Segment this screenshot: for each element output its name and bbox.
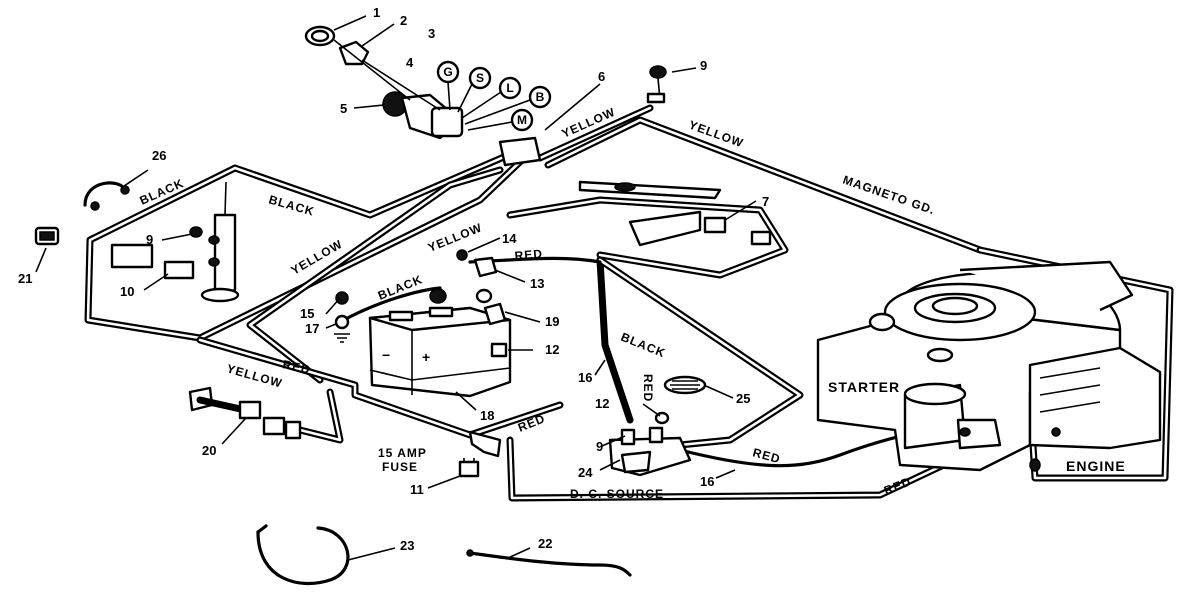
callout-9-top: 9: [700, 58, 707, 73]
wire-label-yellow-left: YELLOW: [225, 361, 284, 390]
terminal-l: [498, 76, 522, 100]
callout-2: 2: [400, 13, 407, 28]
callout-23: 23: [400, 538, 414, 553]
harness-clip-26: [83, 181, 130, 211]
callout-numbers: 1 2 3 4 5 6 7 9 9 9 10 11 12 12 13 14 15…: [18, 5, 769, 553]
wire-22: [466, 549, 632, 577]
callout-9-solenoid: 9: [596, 439, 603, 454]
callout-11: 11: [410, 482, 424, 497]
wire-label-red-engine: RED: [882, 474, 914, 498]
connector-20: [188, 386, 302, 440]
terminal-m-label: M: [517, 113, 527, 127]
callout-7: 7: [762, 194, 769, 209]
fuse-11: [458, 430, 502, 478]
engine-label: ENGINE: [1066, 458, 1126, 474]
switch-9-top: [646, 65, 667, 104]
wire-label-red-vert: RED: [641, 374, 655, 402]
fuse-label-fuse: FUSE: [382, 460, 418, 474]
callout-10: 10: [120, 284, 134, 299]
terminal-g-label: G: [443, 65, 452, 79]
terminal-b: [528, 85, 552, 109]
callout-6: 6: [598, 69, 605, 84]
wire-label-black-right: BLACK: [619, 330, 668, 361]
wire-labels: YELLOW YELLOW MAGNETO GD. BLACK BLACK YE…: [138, 105, 938, 498]
callout-18: 18: [480, 408, 494, 423]
callout-19: 19: [545, 314, 559, 329]
battery-plus: +: [422, 349, 431, 365]
starter-label: STARTER: [828, 379, 900, 395]
engine: [816, 260, 1162, 472]
callout-16-bottom: 16: [700, 474, 714, 489]
terminal-s: [468, 66, 492, 90]
callout-20: 20: [202, 443, 216, 458]
wire-23: [256, 524, 350, 586]
callout-9-left: 9: [146, 232, 153, 247]
battery-terminal-parts: [456, 249, 508, 358]
ignition-switch: [304, 25, 542, 167]
terminal-b-label: B: [536, 90, 545, 104]
callout-17: 17: [305, 321, 319, 336]
solenoid: [608, 411, 692, 477]
dc-source-label: D. C. SOURCE: [570, 487, 664, 501]
callout-22: 22: [538, 536, 552, 551]
terminal-l-label: L: [506, 81, 513, 95]
fuse-label-amp: 15 AMP: [378, 446, 427, 460]
leader-lines: [35, 15, 757, 561]
fuse-holder-25: [663, 375, 707, 395]
connector-21: [34, 226, 60, 246]
callout-5: 5: [340, 101, 347, 116]
callout-4: 4: [406, 55, 414, 70]
switch-7: [578, 180, 772, 247]
callout-14: 14: [502, 231, 517, 246]
component-labels: STARTER ENGINE 15 AMP FUSE D. C. SOURCE: [378, 379, 1126, 501]
terminal-labels: G S L B M: [436, 60, 552, 132]
callout-21: 21: [18, 271, 32, 286]
callout-24: 24: [578, 465, 593, 480]
callout-12-batt: 12: [545, 342, 559, 357]
wire-label-red-top: RED: [514, 247, 543, 263]
callout-16-top: 16: [578, 370, 592, 385]
callout-1: 1: [373, 5, 380, 20]
module-10: [110, 181, 240, 303]
callout-26: 26: [152, 148, 166, 163]
callout-3: 3: [428, 26, 435, 41]
battery: − +: [368, 288, 512, 398]
callout-15: 15: [300, 306, 314, 321]
wire-label-red-left: RED: [281, 357, 312, 377]
callout-13: 13: [530, 276, 544, 291]
callout-25: 25: [736, 391, 750, 406]
terminal-s-label: S: [476, 71, 484, 85]
callout-12-sol: 12: [595, 396, 609, 411]
wire-harness: [84, 104, 1174, 502]
battery-minus: −: [382, 347, 391, 363]
ground-screw: [334, 291, 350, 343]
wire-label-magneto-gd: MAGNETO GD.: [841, 173, 937, 218]
terminal-m: [510, 108, 534, 132]
